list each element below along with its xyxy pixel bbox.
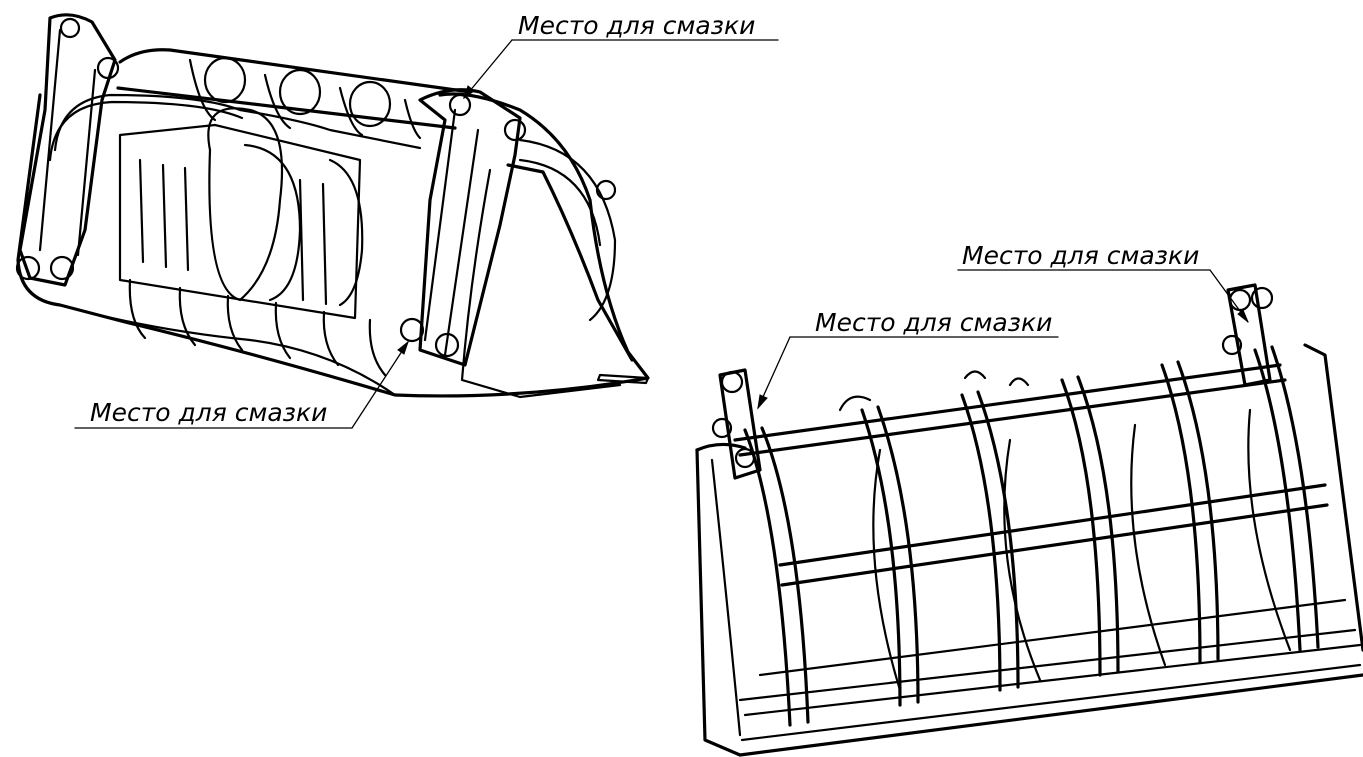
callout-leaders-left bbox=[74, 39, 779, 429]
bucket-front-view bbox=[695, 283, 1363, 757]
callout-label-right-upper: Место для смазки bbox=[962, 241, 1199, 270]
bucket-rear-view bbox=[15, 13, 650, 399]
callout-label-bottom-left: Место для смазки bbox=[90, 398, 327, 427]
callout-leaders-right bbox=[757, 269, 1249, 410]
callout-label-right-lower: Место для смазки bbox=[815, 308, 1052, 337]
callout-label-top-left: Место для смазки bbox=[518, 11, 755, 40]
